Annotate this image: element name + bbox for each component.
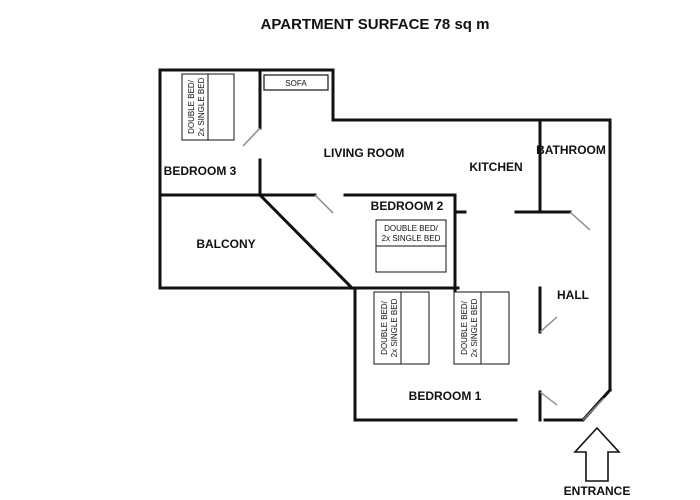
- door-entrance: [582, 397, 605, 421]
- door-bedroom1-upper: [539, 316, 558, 333]
- wall-outer-bottom-right: [543, 387, 613, 422]
- entrance-arrow-icon: [573, 426, 621, 482]
- bed-label-line1: DOUBLE BED/: [187, 79, 196, 134]
- sofa: SOFA: [263, 74, 329, 91]
- plan-title: APARTMENT SURFACE 78 sq m: [260, 16, 490, 33]
- sofa-label: SOFA: [285, 79, 307, 88]
- wall-outer-top-right: [331, 118, 612, 392]
- bed-label-line2: 2x SINGLE BED: [390, 298, 399, 357]
- bed-bedroom2: DOUBLE BED/ 2x SINGLE BED: [375, 219, 447, 273]
- room-labels: BEDROOM 3 LIVING ROOM KITCHEN BATHROOM B…: [164, 143, 606, 403]
- door-bedroom3: [242, 127, 261, 147]
- doors: [242, 127, 605, 421]
- door-bedroom1-lower: [539, 391, 558, 406]
- door-bedroom2: [314, 194, 334, 214]
- room-label-bedroom2: BEDROOM 2: [371, 199, 444, 213]
- room-label-bedroom3: BEDROOM 3: [164, 164, 237, 178]
- wall-bedroom1-outer: [353, 286, 518, 422]
- room-label-kitchen: KITCHEN: [469, 160, 522, 174]
- bed-label-line2: 2x SINGLE BED: [470, 298, 479, 357]
- bed-label-line1: DOUBLE BED/: [460, 300, 469, 355]
- room-label-bathroom: BATHROOM: [536, 143, 606, 157]
- room-label-living-room: LIVING ROOM: [324, 146, 405, 160]
- bed-label-line1: DOUBLE BED/: [384, 224, 439, 233]
- wall-outer-left: [158, 68, 354, 290]
- room-label-bedroom1: BEDROOM 1: [409, 389, 482, 403]
- bed-bedroom3: DOUBLE BED/ 2x SINGLE BED: [181, 73, 235, 141]
- bed-bedroom1-left: DOUBLE BED/ 2x SINGLE BED: [373, 291, 430, 365]
- door-bathroom: [569, 211, 591, 231]
- bed-label-line2: 2x SINGLE BED: [382, 234, 441, 243]
- room-label-hall: HALL: [557, 288, 589, 302]
- bed-label-line1: DOUBLE BED/: [380, 300, 389, 355]
- room-label-balcony: BALCONY: [196, 237, 255, 251]
- wall-bedroom2-top: [343, 193, 457, 292]
- bed-bedroom1-right: DOUBLE BED/ 2x SINGLE BED: [453, 291, 510, 365]
- bed-label-line2: 2x SINGLE BED: [197, 77, 206, 136]
- wall-diagonal: [257, 192, 355, 291]
- walls: [158, 68, 613, 422]
- entrance-label: ENTRANCE: [564, 484, 631, 498]
